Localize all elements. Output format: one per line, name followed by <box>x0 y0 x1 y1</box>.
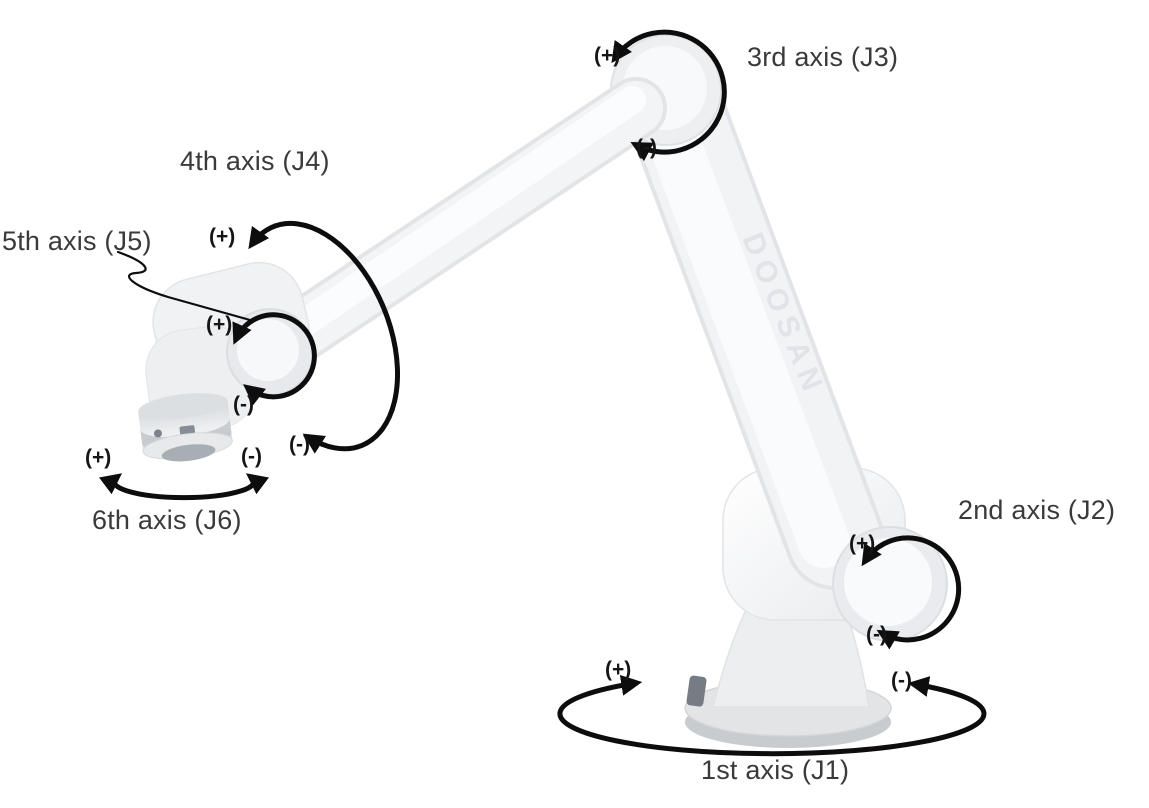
rotation-arrows <box>98 29 987 757</box>
axis-minus-sign-j1: (-) <box>891 669 912 692</box>
axis-minus-sign-j4: (-) <box>289 433 310 456</box>
j5-pointer-line <box>116 250 252 322</box>
axis-minus-sign-j6: (-) <box>241 445 262 468</box>
axis-minus-sign-j2: (-) <box>866 623 887 646</box>
axis-label-j4: 4th axis (J4) <box>180 146 330 176</box>
flange-connector-dot <box>153 429 162 438</box>
robot-forearm <box>272 77 667 361</box>
flange-connector-port <box>179 425 196 436</box>
axis-plus-sign-j6: (+) <box>85 446 112 469</box>
j4-rotation-arrow <box>248 220 401 454</box>
j5-rotation-arrow <box>232 312 317 406</box>
robot-upper-arm: DOOSAN <box>618 42 885 590</box>
axis-plus-sign-j3: (+) <box>594 44 621 67</box>
axis-plus-sign-j1: (+) <box>605 658 632 681</box>
j3-rotation-arrow <box>611 29 727 162</box>
j6-rotation-arrow <box>98 473 270 501</box>
axis-minus-sign-j3: (-) <box>636 136 657 159</box>
axis-label-j1: 1st axis (J1) <box>701 755 850 785</box>
axis-plus-sign-j4: (+) <box>209 225 236 248</box>
tool-flange-j6 <box>138 393 233 462</box>
j1-rotation-arrow <box>557 674 987 757</box>
axis-label-j3: 3rd axis (J3) <box>747 42 899 72</box>
axis-plus-sign-j2: (+) <box>849 532 876 555</box>
axis-plus-sign-j5: (+) <box>206 313 233 336</box>
axis-minus-sign-j5: (-) <box>233 393 254 416</box>
axis-label-j5: 5th axis (J5) <box>2 226 152 256</box>
axis-label-j2: 2nd axis (J2) <box>958 495 1116 525</box>
j2-rotation-arrow <box>861 535 962 650</box>
axis-label-j6: 6th axis (J6) <box>92 505 242 535</box>
